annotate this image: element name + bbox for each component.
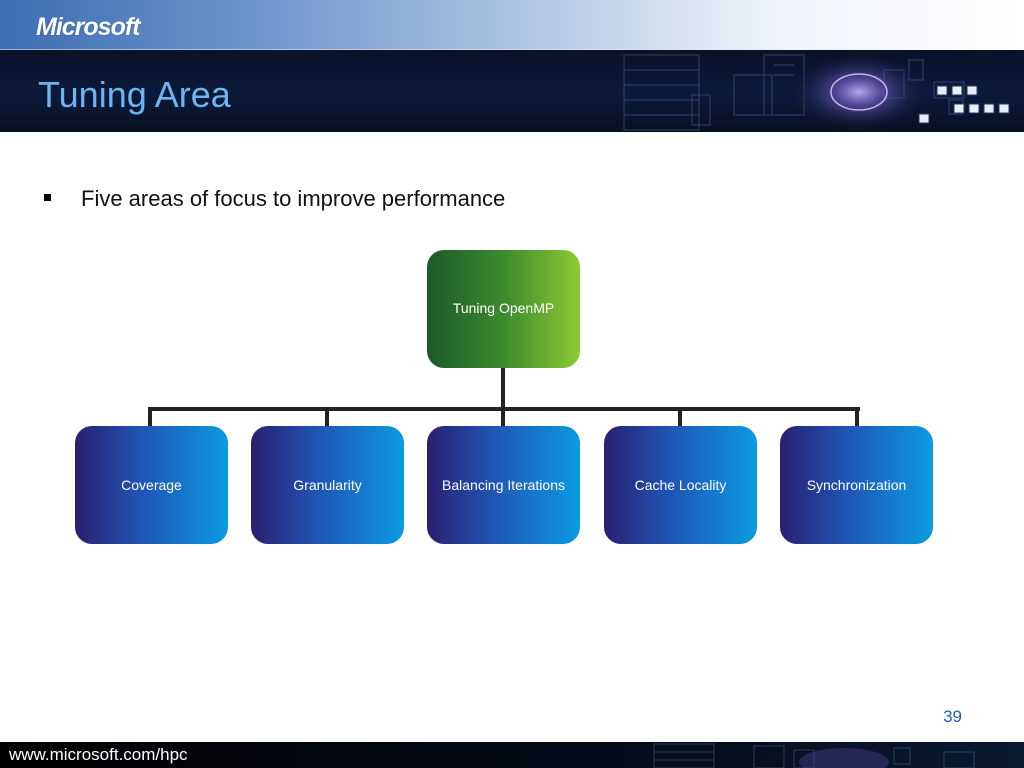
- logo-band: [0, 0, 1024, 50]
- header-decoration-graphic: [623, 52, 1010, 132]
- child-node-cache-locality: Cache Locality: [604, 426, 757, 544]
- child-node-granularity: Granularity: [251, 426, 404, 544]
- child-node-label: Synchronization: [806, 477, 907, 493]
- root-node: Tuning OpenMP: [427, 250, 580, 368]
- connector-child-5: [855, 407, 859, 427]
- header-banner: Microsoft Tuning Area: [0, 0, 1024, 132]
- bullet-item: Five areas of focus to improve performan…: [44, 186, 505, 212]
- connector-child-4: [678, 407, 682, 427]
- child-node-balancing-iterations: Balancing Iterations: [427, 426, 580, 544]
- child-node-label: Balancing Iterations: [442, 477, 565, 493]
- connector-child-2: [325, 407, 329, 427]
- child-node-synchronization: Synchronization: [780, 426, 933, 544]
- square-bullet-icon: [44, 193, 51, 201]
- root-node-label: Tuning OpenMP: [452, 300, 555, 316]
- child-node-label: Cache Locality: [634, 477, 727, 493]
- footer-url-link[interactable]: www.microsoft.com/hpc: [9, 745, 188, 764]
- connector-child-3: [501, 407, 505, 427]
- page-number: 39: [943, 707, 962, 726]
- child-node-label: Coverage: [121, 477, 182, 493]
- connector-child-1: [148, 407, 152, 427]
- bullet-text: Five areas of focus to improve performan…: [81, 186, 506, 211]
- footer-bar: www.microsoft.com/hpc: [0, 742, 1024, 768]
- child-node-label: Granularity: [293, 477, 362, 493]
- footer-decoration-graphic: [653, 743, 975, 768]
- microsoft-logo: Microsoft: [36, 13, 140, 41]
- child-node-coverage: Coverage: [75, 426, 228, 544]
- page-title: Tuning Area: [38, 74, 231, 115]
- connector-root-vertical: [501, 368, 505, 409]
